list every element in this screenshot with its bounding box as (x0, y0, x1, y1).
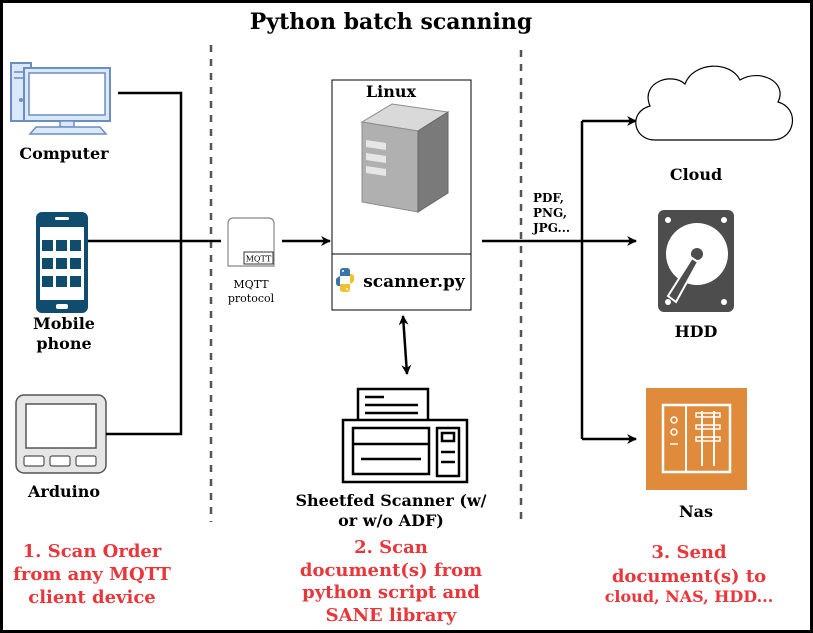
computer-label: Computer (19, 144, 109, 163)
output-connectors (482, 121, 584, 439)
mqtt-label-line1: MQTT (233, 278, 269, 291)
step-1-line-2: from any MQTT (13, 564, 171, 585)
hdd-label: HDD (675, 322, 718, 341)
hdd-icon (658, 210, 734, 312)
nas-label: Nas (679, 502, 713, 521)
mqtt-badge-text: MQTT (246, 255, 272, 264)
mobile-label-line2: phone (36, 334, 91, 353)
step-3-line-2: document(s) to (612, 566, 766, 587)
arduino-label: Arduino (27, 482, 100, 501)
scanner-icon (341, 387, 469, 484)
step-1-line-3: client device (28, 587, 156, 608)
mobile-label-line1: Mobile (33, 314, 95, 333)
computer-icon (10, 62, 111, 135)
cloud-label: Cloud (670, 165, 722, 184)
scanner-label-line2: or w/o ADF) (338, 511, 444, 530)
step-2-line-2: document(s) from (300, 560, 482, 581)
step-3-line-1: 3. Send (651, 542, 727, 563)
mqtt-icon: MQTT (227, 217, 275, 267)
server-scanner-arrow (398, 315, 412, 375)
server-os-label: Linux (366, 82, 417, 101)
mobile-phone-icon (36, 212, 88, 313)
cloud-icon (635, 65, 794, 141)
format-1: PDF, (533, 191, 564, 205)
format-2: PNG, (533, 206, 567, 220)
client-connectors (88, 91, 221, 436)
step-1: 1. Scan Order from any MQTT client devic… (13, 541, 171, 608)
step-1-line-1: 1. Scan Order (23, 541, 162, 562)
step-2-line-3: python script and (302, 582, 480, 603)
arduino-icon (15, 394, 107, 474)
mqtt-label-line2: protocol (228, 292, 275, 305)
nas-icon (646, 388, 747, 490)
server-tower-icon (360, 103, 450, 213)
python-icon (336, 268, 354, 292)
format-3: JPG... (532, 221, 570, 235)
title: Python batch scanning (250, 9, 532, 35)
step-2-line-1: 2. Scan (354, 537, 428, 558)
step-2-line-4: SANE library (326, 605, 457, 626)
step-3-line-3: cloud, NAS, HDD... (605, 587, 774, 606)
script-label: scanner.py (363, 272, 466, 292)
step-3: 3. Send document(s) to cloud, NAS, HDD..… (605, 542, 774, 606)
step-2: 2. Scan document(s) from python script a… (300, 537, 482, 626)
scanner-label-line1: Sheetfed Scanner (w/ (295, 491, 486, 510)
